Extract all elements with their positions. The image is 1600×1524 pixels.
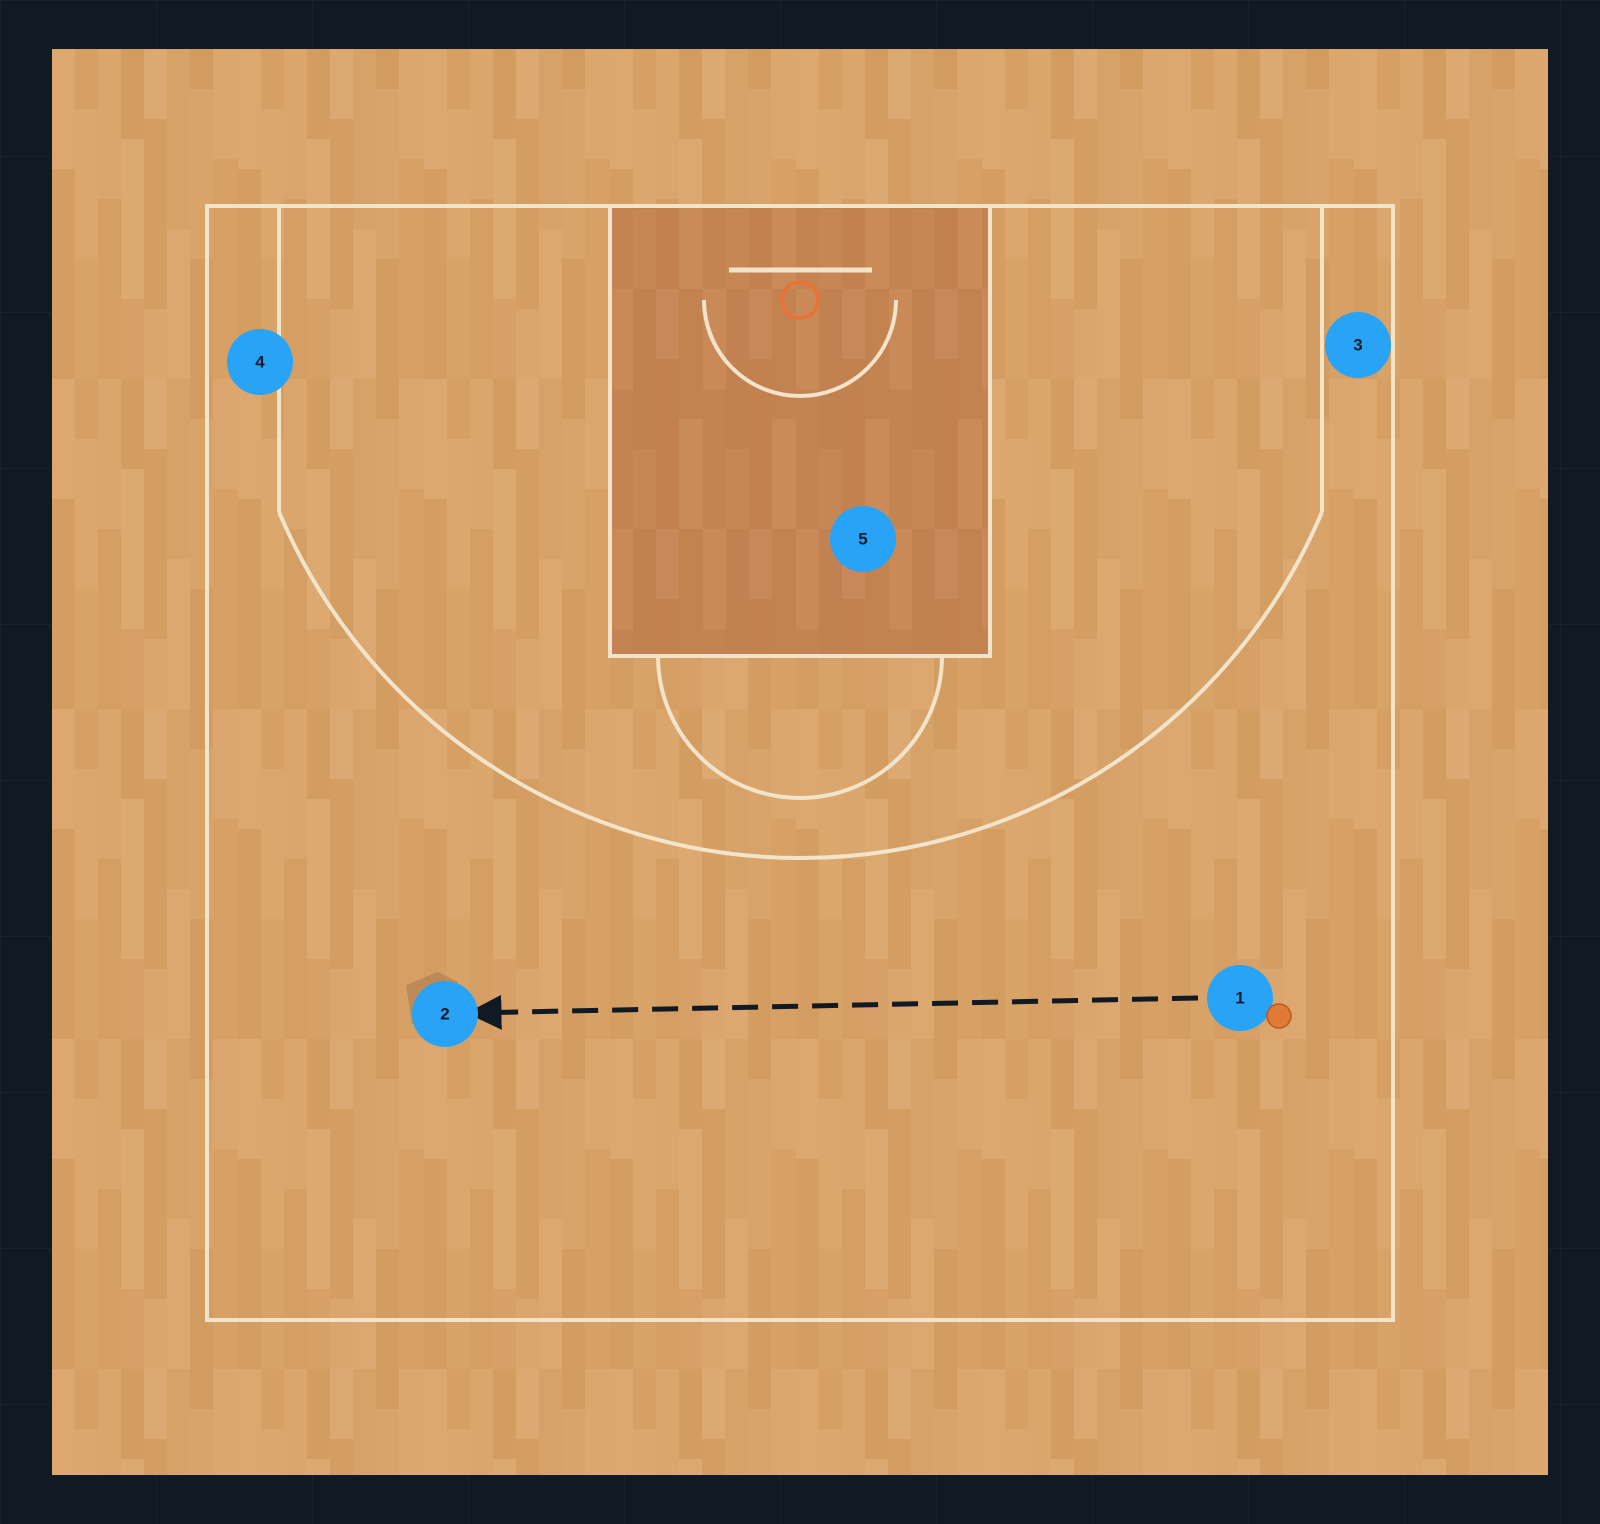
player-3-token[interactable] (1325, 312, 1391, 378)
player-5-token[interactable] (830, 506, 896, 572)
player-1-label: 1 (1235, 989, 1244, 1008)
player-2[interactable]: 2 (412, 981, 478, 1047)
free-throw-circle (656, 655, 944, 800)
player-3-label: 3 (1353, 336, 1362, 355)
player-3[interactable]: 3 (1325, 312, 1391, 378)
player-4-label: 4 (255, 353, 265, 372)
player-1-token[interactable] (1207, 965, 1273, 1031)
hoop-rim (780, 280, 820, 320)
pass-arrow-1-to-2[interactable] (466, 994, 1199, 1030)
restricted-area-arc (702, 299, 898, 398)
player-5[interactable]: 5 (830, 506, 896, 572)
three-point-arc (277, 511, 1324, 860)
player-2-token[interactable] (412, 981, 478, 1047)
player-5-label: 5 (858, 530, 867, 549)
player-4-token[interactable] (227, 329, 293, 395)
paint-outline (608, 204, 992, 658)
ball[interactable] (1266, 1003, 1292, 1029)
player-4[interactable]: 4 (227, 329, 293, 395)
player-1[interactable]: 1 (1207, 965, 1273, 1031)
player-2-label: 2 (440, 1005, 449, 1024)
paint-key (610, 206, 990, 656)
court-lines (205, 204, 1395, 1322)
